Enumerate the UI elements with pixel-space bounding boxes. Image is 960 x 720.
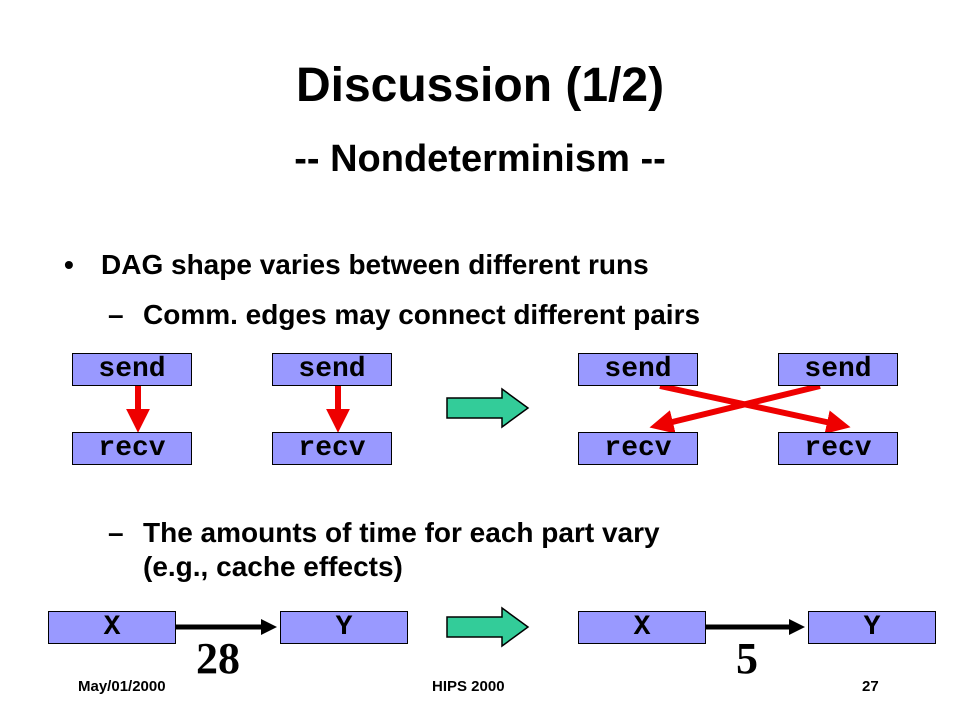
recv-box-1: recv bbox=[72, 432, 192, 465]
sub-item-comm-edges: –Comm. edges may connect different pairs bbox=[108, 298, 700, 332]
x-box-before: X bbox=[48, 611, 176, 644]
send-box-4: send bbox=[778, 353, 898, 386]
sub-item-text: Comm. edges may connect different pairs bbox=[143, 299, 701, 330]
sub-item-time-vary: –The amounts of time for each part vary … bbox=[108, 516, 660, 584]
slide-title: Discussion (1/2) bbox=[295, 59, 665, 112]
recv-box-3: recv bbox=[578, 432, 698, 465]
sub-item-text-line1: The amounts of time for each part vary bbox=[143, 517, 660, 548]
footer-date: May/01/2000 bbox=[78, 678, 166, 695]
send-box-1: send bbox=[72, 353, 192, 386]
bullet-item: • DAG shape varies between different runs bbox=[64, 251, 649, 279]
transition-arrow-2 bbox=[446, 606, 530, 648]
bullet-marker: • bbox=[64, 249, 74, 280]
recv-box-2: recv bbox=[272, 432, 392, 465]
footer-page-number: 27 bbox=[862, 678, 879, 695]
sub-item-text-line2: (e.g., cache effects) bbox=[143, 551, 403, 582]
edge-weight-after: 5 bbox=[736, 634, 758, 683]
send-box-3: send bbox=[578, 353, 698, 386]
comm-edge-cross-2 bbox=[649, 383, 821, 434]
slide-subtitle: -- Nondeterminism -- bbox=[294, 138, 666, 180]
recv-box-4: recv bbox=[778, 432, 898, 465]
edge-weight-before: 28 bbox=[196, 634, 240, 683]
dash-marker: – bbox=[108, 299, 124, 330]
x-box-after: X bbox=[578, 611, 706, 644]
y-box-after: Y bbox=[808, 611, 936, 644]
transition-arrow-1 bbox=[446, 387, 530, 429]
y-box-before: Y bbox=[280, 611, 408, 644]
dash-marker: – bbox=[108, 517, 124, 548]
send-box-2: send bbox=[272, 353, 392, 386]
bullet-text: DAG shape varies between different runs bbox=[101, 249, 649, 280]
footer-event: HIPS 2000 bbox=[432, 678, 505, 695]
